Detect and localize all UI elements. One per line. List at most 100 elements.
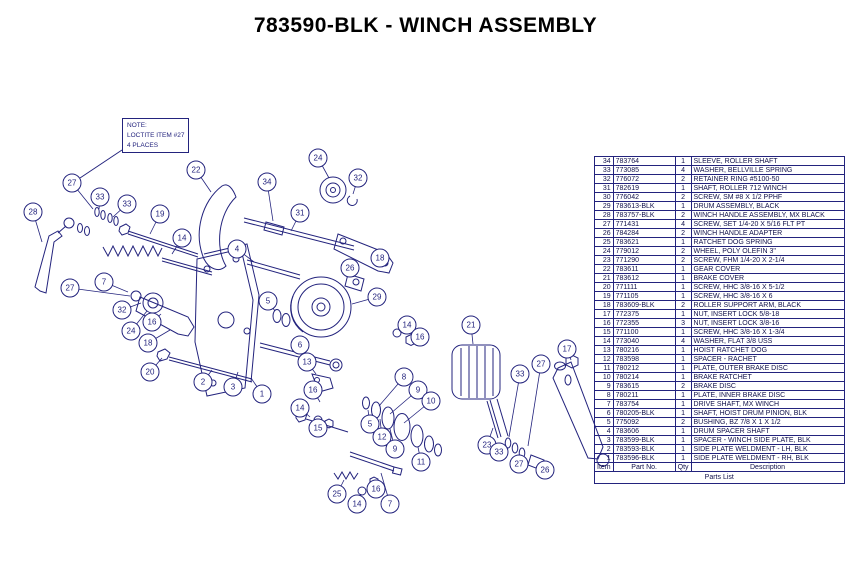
callout-28: 28 [23,202,43,222]
svg-text:14: 14 [353,500,362,509]
cell-qty: 1 [674,264,692,274]
callout-27: 27 [509,454,529,474]
cell-qty: 1 [674,237,692,247]
callout-27: 27 [531,354,551,374]
callout-14: 14 [172,228,192,248]
callout-32: 32 [348,168,368,188]
svg-text:24: 24 [314,154,323,163]
svg-text:15: 15 [314,424,323,433]
cell-item: 14 [594,336,614,346]
cell-qty: 1 [674,444,692,454]
cell-part-no: 783593-BLK [612,444,676,454]
cell-item: 8 [594,390,614,400]
callout-24: 24 [121,321,141,341]
cell-description: ROLLER SUPPORT ARM, BLACK [690,300,845,310]
parts-table-footer: Parts List [594,471,845,484]
cell-item: 22 [594,264,614,274]
cell-qty: 1 [674,390,692,400]
cell-part-no: 771111 [612,282,676,292]
callout-16: 16 [366,479,386,499]
svg-text:22: 22 [192,166,201,175]
callout-16: 16 [142,312,162,332]
cell-part-no: 783613-BLK [612,201,676,211]
svg-text:32: 32 [118,306,127,315]
cell-qty: 1 [674,435,692,445]
cell-description: SHAFT, ROLLER 712 WINCH [690,183,845,193]
cell-qty: 1 [674,345,692,355]
cell-qty: 1 [674,327,692,337]
svg-text:9: 9 [416,386,421,395]
cell-part-no: 775092 [612,417,676,427]
cell-part-no: 783596-BLK [612,453,676,463]
cell-description: DRUM SPACER SHAFT [690,426,845,436]
cell-part-no: 779012 [612,246,676,256]
cell-item: 2 [594,444,614,454]
cell-description: WASHER, FLAT 3/8 USS [690,336,845,346]
callout-19: 19 [150,204,170,224]
callout-14: 14 [347,494,367,514]
svg-text:14: 14 [178,234,187,243]
callout-14: 14 [290,398,310,418]
cell-qty: 2 [674,174,692,184]
callout-22: 22 [186,160,206,180]
svg-text:5: 5 [368,420,373,429]
cell-qty: 2 [674,417,692,427]
callout-25: 25 [327,484,347,504]
header-description: Description [690,462,845,472]
page-title: 783590-BLK - WINCH ASSEMBLY [253,14,598,37]
brake-disc-stack [362,396,442,457]
cell-qty: 1 [674,354,692,364]
poly-wheel-top [319,176,358,206]
cell-part-no: 780212 [612,363,676,373]
cell-description: NUT, INSERT LOCK 3/8-16 [690,318,845,328]
cell-item: 12 [594,354,614,364]
callout-20: 20 [140,362,160,382]
cell-item: 30 [594,192,614,202]
cell-item: 17 [594,309,614,319]
cell-qty: 1 [674,372,692,382]
callout-9: 9 [408,380,428,400]
cell-qty: 1 [674,183,692,193]
cell-description: BUSHING, BZ 7/8 X 1 X 1/2 [690,417,845,427]
svg-text:8: 8 [402,373,407,382]
cell-part-no: 782619 [612,183,676,193]
cell-part-no: 773085 [612,165,676,175]
callout-4: 4 [227,239,247,259]
cell-part-no: 783609-BLK [612,300,676,310]
cell-part-no: 780205-BLK [612,408,676,418]
svg-text:27: 27 [537,360,546,369]
poly-wheel-left-and-arm [130,290,195,337]
cell-qty: 1 [674,363,692,373]
cell-description: GEAR COVER [690,264,845,274]
cell-item: 24 [594,246,614,256]
cell-qty: 3 [674,318,692,328]
cell-item: 27 [594,219,614,229]
svg-text:28: 28 [29,208,38,217]
drive-shaft [349,451,403,476]
callout-14: 14 [397,315,417,335]
cell-item: 33 [594,165,614,175]
callout-6: 6 [290,335,310,355]
cell-description: HOIST RATCHET DOG [690,345,845,355]
cell-description: RETAINER RING #5100-50 [690,174,845,184]
callout-5: 5 [360,414,380,434]
cell-item: 10 [594,372,614,382]
callout-33: 33 [510,364,530,384]
handle-adapter-top [344,273,365,292]
cell-part-no: 771290 [612,255,676,265]
callout-7: 7 [94,272,114,292]
callout-29: 29 [367,287,387,307]
